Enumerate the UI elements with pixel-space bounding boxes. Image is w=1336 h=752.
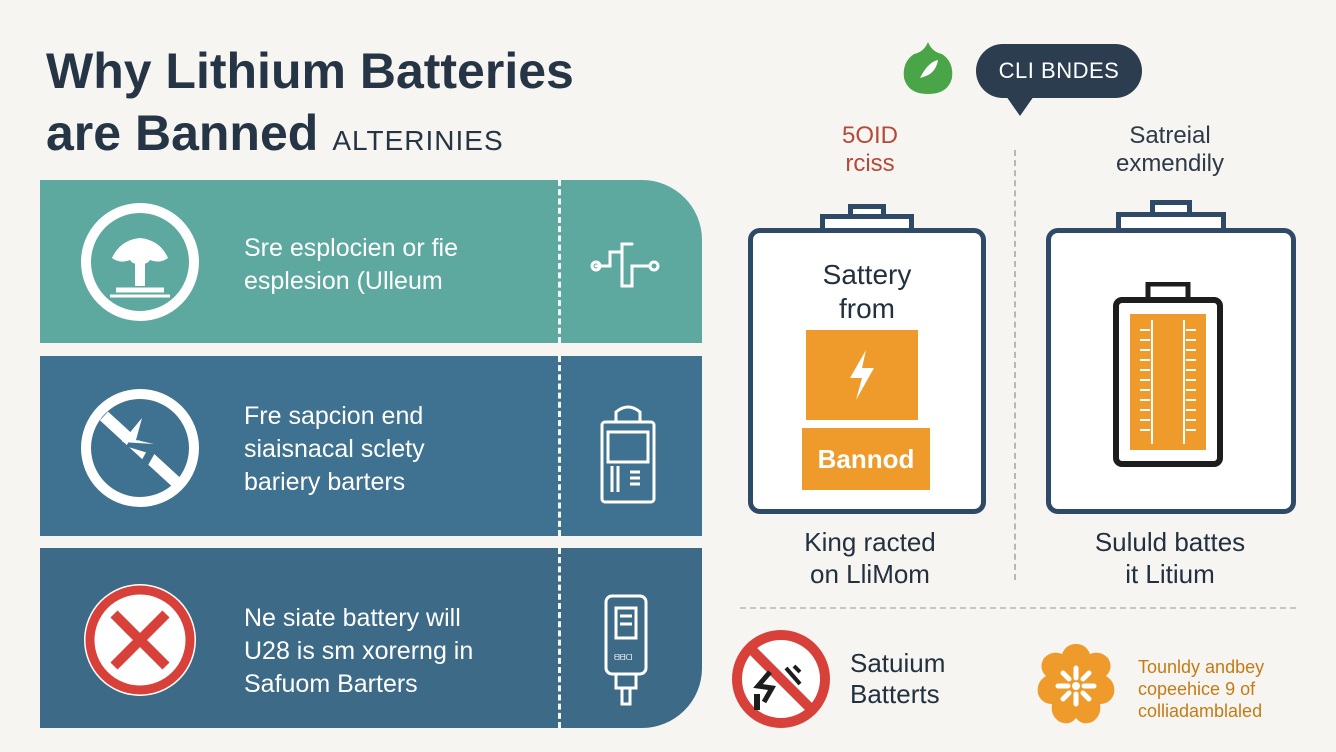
battery-label: Sattery from <box>822 259 912 324</box>
eco-note: Tounldy andbey copeehice 9 of colliadamb… <box>1138 657 1265 721</box>
battery-pack-icon <box>600 405 656 504</box>
battery-cell-icon <box>1113 282 1223 467</box>
title-line-1: Why Lithium Batteries <box>46 43 574 99</box>
no-battery-sign-icon <box>732 630 830 728</box>
vertical-divider <box>1014 150 1016 580</box>
title-suffix: ALTERINIES <box>332 125 504 156</box>
tree-explosion-icon <box>81 203 199 321</box>
right-column-caption: Sululd battes it Litium <box>1094 527 1246 589</box>
prohibited-x-icon <box>84 584 196 696</box>
panel-2-text: Fre sapcion end siaisnacal sclety barier… <box>244 402 425 496</box>
battery-cap <box>1116 212 1226 233</box>
panel-divider <box>558 548 561 728</box>
panel-safety: Fre sapcion end siaisnacal sclety barier… <box>40 356 702 536</box>
panel-divider <box>558 180 561 343</box>
speech-bubble-label: CLI BNDES <box>976 44 1142 116</box>
panel-divider <box>558 356 561 536</box>
panel-3-text: Ne siate battery will U28 is sm xorerng … <box>244 604 474 698</box>
left-column-heading: 5OID rciss <box>841 122 898 177</box>
spark-flower-icon <box>1037 644 1115 724</box>
svg-text:ᗺᗺᗡ: ᗺᗺᗡ <box>614 653 633 662</box>
panel-barriers: Ne siate battery will U28 is sm xorerng … <box>40 548 702 728</box>
left-column-caption: King racted on LliMom <box>804 527 936 589</box>
panel-explosion: Sre esplocien or fie esplesion (Ulleum <box>40 180 702 343</box>
leaf-icon <box>903 42 953 94</box>
right-column-heading: Satreial exmendily <box>1115 122 1225 177</box>
banned-batteries-label: Satuium Batterts <box>850 648 946 709</box>
banned-badge: Bannod <box>802 428 930 490</box>
page-title: Why Lithium Batteries are Banned ALTERINI… <box>46 40 574 172</box>
broken-circle-icon <box>81 389 199 507</box>
horizontal-divider <box>740 607 1296 609</box>
power-plug-icon: ᗺᗺᗡ <box>604 594 648 706</box>
lightning-block <box>806 330 918 420</box>
title-line-2: are Banned <box>46 105 319 161</box>
lightning-icon <box>850 350 874 400</box>
circuit-icon <box>590 242 660 288</box>
panel-1-text: Sre esplocien or fie esplesion (Ulleum <box>244 234 459 295</box>
